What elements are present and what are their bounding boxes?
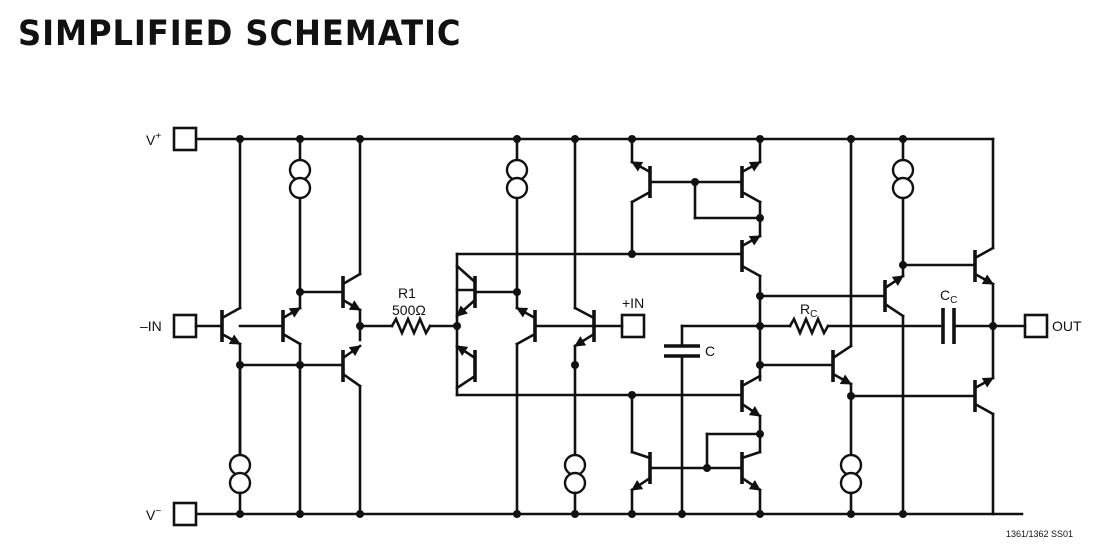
vminus-label: V− (146, 506, 161, 523)
current-mirror-top (630, 137, 762, 382)
out-label: OUT (1052, 318, 1082, 334)
vminus-pin (172, 501, 198, 527)
r1-name: R1 (398, 285, 416, 301)
out-pin (1023, 313, 1049, 339)
inp-label: +IN (622, 295, 644, 311)
inp-pin (620, 313, 646, 339)
vplus-pin (172, 126, 198, 152)
input-stage-left (194, 137, 362, 516)
cc-capacitor (941, 308, 995, 344)
input-stage-right (455, 137, 744, 516)
inn-pin (172, 313, 198, 339)
page-title: SIMPLIFIED SCHEMATIC (18, 14, 462, 54)
r1-value: 500Ω (392, 302, 426, 318)
inn-label: –IN (140, 318, 162, 334)
current-source-1 (288, 137, 312, 200)
current-source-4 (563, 453, 587, 516)
current-source-3 (505, 158, 529, 200)
current-source-5 (891, 158, 915, 200)
current-source-6 (839, 453, 863, 516)
cc-label: CC (940, 287, 957, 306)
figure-code: 1361/1362 SS01 (1006, 529, 1073, 539)
vplus-label: V+ (146, 131, 161, 148)
current-source-2 (228, 363, 252, 516)
rc-resistor (758, 315, 942, 337)
capacitor-c (664, 324, 762, 516)
rc-label: RC (800, 301, 817, 320)
c-label: C (705, 343, 715, 359)
junction-dots (236, 135, 997, 518)
r1-resistor (358, 315, 459, 337)
current-mirror-bottom (630, 374, 762, 516)
